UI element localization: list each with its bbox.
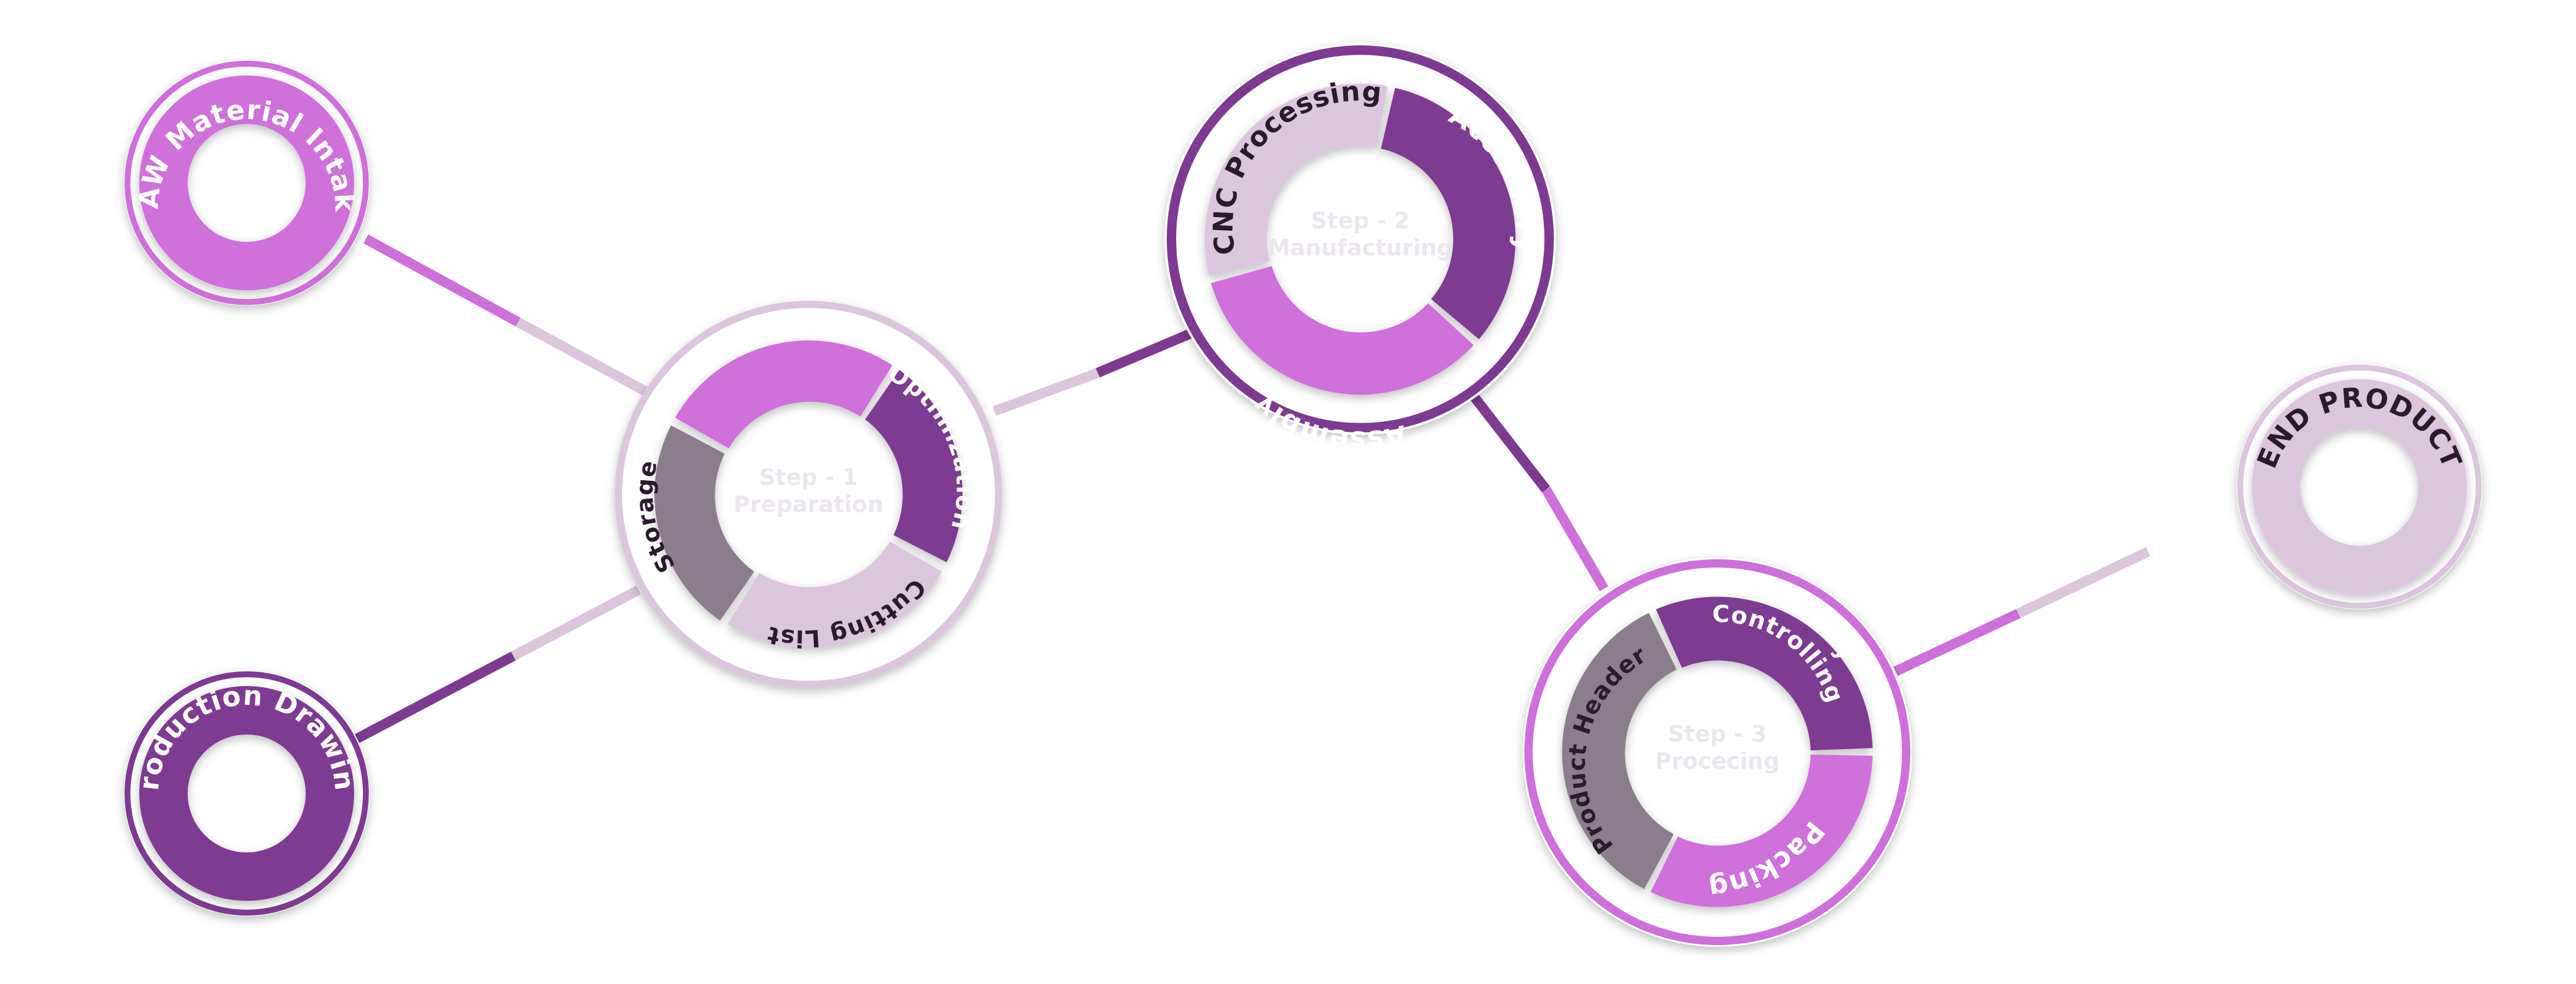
connector-step2-to-step3-bright <box>1541 487 1609 592</box>
connector-raw-to-step1 <box>363 234 521 327</box>
step1-segment-cutting-list <box>728 542 942 648</box>
step3-subtitle: Procecing <box>1655 748 1780 774</box>
step2-node: CNC Processing Accessory Assembly Step -… <box>1164 43 1556 457</box>
connector-raw-to-step1-pale <box>515 317 649 396</box>
step1-segment-storage <box>654 425 754 621</box>
step1-segment-quality-control <box>675 340 892 448</box>
connector-step1-to-step2 <box>1095 326 1200 378</box>
step1-quality-control-label-1: Quality <box>740 261 850 300</box>
connectors <box>355 234 2151 743</box>
connector-step2-to-step3 <box>1467 389 1550 493</box>
step2-segment-assembly <box>1211 266 1474 395</box>
connector-step1-to-step2-pale <box>993 368 1099 416</box>
step3-title: Step - 3 <box>1668 721 1766 747</box>
step2-segment-accessory <box>1381 88 1516 339</box>
connector-prod-to-step1-pale <box>511 585 641 661</box>
connector-step3-to-end <box>1893 609 2021 676</box>
step1-node: Quality Control Optimization Cutting Lis… <box>615 261 1002 688</box>
connector-prod-to-step1 <box>355 651 516 743</box>
step1-title: Step - 1 <box>759 464 857 490</box>
step2-title: Step - 2 <box>1311 208 1409 234</box>
step3-node: Quality Controlling Packing Product Head… <box>1523 557 1912 947</box>
end-product-node: END PRODUCT <box>2237 364 2482 609</box>
step1-segment-optimization <box>865 370 963 562</box>
step1-subtitle: Preparation <box>734 491 883 517</box>
connector-step3-to-end-pale <box>2016 547 2151 618</box>
step2-segment-cnc-processing <box>1204 83 1387 275</box>
step2-subtitle: Manufacturing <box>1268 235 1453 261</box>
raw-material-node: RAW Material Intake <box>0 0 369 306</box>
step3-segment-quality-controlling <box>1656 596 1873 750</box>
step3-segment-product-header <box>1562 613 1677 889</box>
step3-segment-packing <box>1651 755 1873 907</box>
